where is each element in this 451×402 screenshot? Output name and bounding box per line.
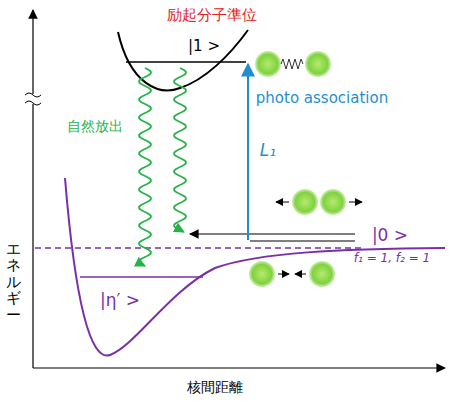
axis-break — [25, 93, 41, 97]
state-ket: |0 > — [372, 226, 408, 245]
scattering-line — [250, 240, 355, 241]
state-title: 励起分子準位 — [167, 7, 257, 24]
atom — [309, 261, 335, 287]
atom — [320, 189, 346, 215]
motion-arrow — [349, 202, 362, 203]
motion-arrow — [276, 202, 289, 203]
atom — [292, 189, 318, 215]
atom — [305, 51, 331, 77]
state-ket: |1 > — [188, 38, 220, 55]
excited-potential — [118, 30, 248, 90]
state-ket: |η′ > — [100, 291, 140, 310]
axis-label: 核間距離 — [187, 380, 243, 395]
process-label: photo association — [256, 90, 388, 107]
motion-arrow — [278, 274, 289, 275]
distance-axis — [33, 367, 445, 368]
threshold-line — [35, 247, 362, 249]
axis-label: エネルギー — [6, 241, 21, 324]
axis-break-gap — [26, 94, 40, 104]
bound-level — [80, 276, 203, 278]
laser-label: L₁ — [260, 141, 276, 160]
photoassociation-arrow — [247, 64, 249, 240]
atom — [255, 51, 281, 77]
ground-potential — [65, 178, 445, 356]
motion-arrow — [295, 274, 306, 275]
energy-axis — [32, 10, 33, 368]
quantum-numbers: f₁ = 1, f₂ = 1 — [354, 252, 430, 265]
bond-spring — [281, 59, 303, 69]
emission-wave — [139, 68, 151, 266]
scattering-arrow — [190, 233, 355, 234]
axis-break — [25, 101, 41, 105]
process-label: 自然放出 — [67, 119, 123, 134]
emission-arrows — [139, 68, 186, 266]
excited-level — [126, 61, 246, 63]
atom — [249, 261, 275, 287]
emission-wave — [174, 68, 186, 232]
